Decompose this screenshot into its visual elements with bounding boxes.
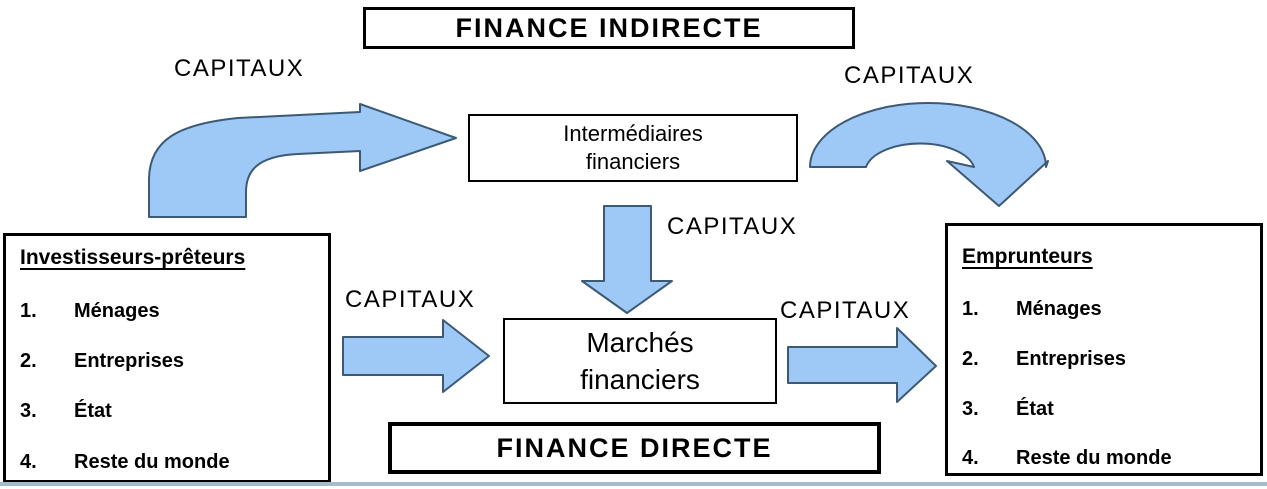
- markets-line1: Marchés: [586, 327, 694, 358]
- borrowers-item: 1. Ménages: [962, 298, 1102, 321]
- lenders-item: 4. Reste du monde: [20, 451, 230, 474]
- item-number: 2.: [962, 348, 979, 370]
- item-label: Ménages: [1016, 298, 1102, 320]
- borrowers-item: 4. Reste du monde: [962, 447, 1172, 470]
- capitaux-label-middle: CAPITAUX: [667, 213, 798, 240]
- finance-directe-banner: FINANCE DIRECTE: [388, 422, 881, 474]
- item-number: 3.: [20, 400, 37, 422]
- right-arrow-lenders-to-markets-icon: [342, 319, 490, 393]
- item-label: État: [74, 400, 112, 422]
- item-label: État: [1016, 398, 1054, 420]
- borrowers-item: 3. État: [962, 398, 1054, 421]
- item-number: 4.: [962, 447, 979, 469]
- item-label: Entreprises: [74, 350, 185, 372]
- item-label: Ménages: [74, 300, 160, 322]
- item-number: 2.: [20, 350, 37, 372]
- right-arrow-markets-to-borrowers-icon: [787, 327, 937, 403]
- intermediaries-box: Intermédiaires financiers: [468, 114, 798, 182]
- intermediaries-line1: Intermédiaires: [563, 121, 703, 146]
- curved-right-arrow-icon: [148, 103, 457, 218]
- finance-directe-label: FINANCE DIRECTE: [496, 432, 773, 463]
- item-number: 1.: [962, 298, 979, 320]
- markets-line2: financiers: [580, 364, 700, 395]
- markets-box: Marchés financiers: [503, 318, 777, 404]
- bottom-divider: [0, 482, 1267, 486]
- lenders-item: 1. Ménages: [20, 300, 160, 323]
- lenders-item: 3. État: [20, 400, 112, 423]
- lenders-title: Investisseurs-prêteurs: [20, 246, 246, 269]
- borrowers-item: 2. Entreprises: [962, 348, 1126, 371]
- item-number: 1.: [20, 300, 37, 322]
- borrowers-box: Emprunteurs 1. Ménages 2. Entreprises 3.…: [945, 223, 1263, 476]
- item-label: Reste du monde: [1016, 447, 1172, 469]
- lenders-box: Investisseurs-prêteurs 1. Ménages 2. Ent…: [3, 233, 331, 483]
- finance-indirecte-banner: FINANCE INDIRECTE: [363, 7, 855, 49]
- borrowers-title: Emprunteurs: [962, 245, 1093, 268]
- intermediaries-line2: financiers: [585, 149, 681, 174]
- finance-indirecte-label: FINANCE INDIRECTE: [455, 12, 763, 43]
- capitaux-label-mid-left: CAPITAUX: [345, 286, 476, 313]
- down-arrow-icon: [581, 205, 673, 314]
- item-number: 3.: [962, 398, 979, 420]
- lenders-item: 2. Entreprises: [20, 350, 184, 373]
- capitaux-label-top-right: CAPITAUX: [844, 62, 975, 89]
- capitaux-label-mid-right: CAPITAUX: [780, 297, 911, 324]
- arc-down-arrow-icon: [809, 102, 1049, 207]
- item-label: Reste du monde: [74, 451, 230, 473]
- item-label: Entreprises: [1016, 348, 1127, 370]
- item-number: 4.: [20, 451, 37, 473]
- capitaux-label-top-left: CAPITAUX: [174, 55, 305, 82]
